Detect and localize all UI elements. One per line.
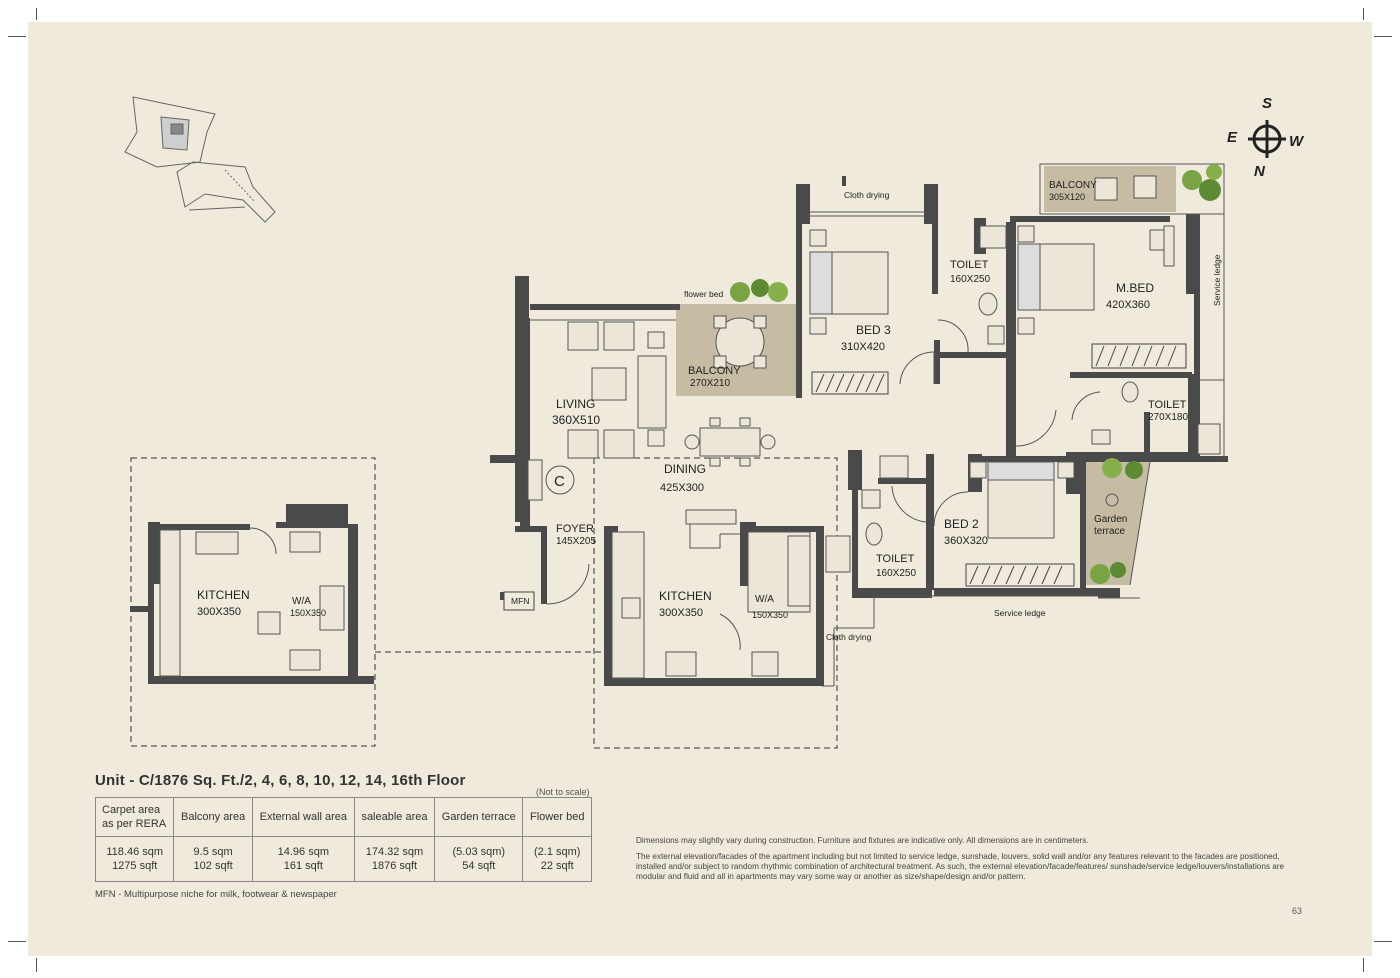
crop-mark: [1363, 958, 1364, 972]
label-garden-terrace-1: Garden: [1094, 514, 1127, 525]
beds: [809, 225, 1175, 539]
dims-wa: 150X350: [752, 610, 788, 620]
crop-mark: [36, 958, 37, 972]
label-service-ledge-bottom: Service ledge: [994, 608, 1046, 618]
label-balcony-top: BALCONY: [1049, 180, 1097, 191]
compass-e: E: [1227, 129, 1238, 146]
garden-terrace-floor: [1086, 460, 1150, 585]
label-toilet3: TOILET: [876, 553, 915, 565]
header-external-wall-area: External wall area: [251, 797, 355, 837]
label-service-ledge-right: Service ledge: [1212, 254, 1222, 306]
header-garden-terrace: Garden terrace: [434, 797, 524, 837]
label-bed2: BED 2: [944, 517, 979, 531]
balcony-table: [713, 315, 767, 369]
dims-balcony-living: 270X210: [690, 378, 730, 389]
label-foyer: FOYER: [556, 523, 594, 535]
dims-bed2: 360X320: [944, 535, 988, 547]
mfn-box: [503, 591, 535, 611]
toilet-fixtures: [825, 225, 1221, 573]
label-flower-bed: flower bed: [684, 289, 723, 299]
label-dining: DINING: [664, 462, 706, 476]
header-flower-bed: Flower bed: [522, 797, 592, 837]
crop-mark: [8, 941, 26, 942]
label-cloth-drying-bottom: Cloth drying: [826, 632, 872, 642]
label-cloth-drying-top: Cloth drying: [844, 190, 890, 200]
value-flower-bed: (2.1 sqm)22 sqft: [522, 836, 592, 882]
key-plan: [124, 96, 276, 223]
dims-mbed: 420X360: [1106, 299, 1150, 311]
label-bed3: BED 3: [856, 323, 891, 337]
header-balcony-area: Balcony area: [173, 797, 253, 837]
dims-alt-wa: 150X350: [290, 608, 326, 618]
dims-dining: 425X300: [660, 482, 704, 494]
kitchen-fixtures: [159, 509, 811, 679]
label-mbed: M.BED: [1116, 281, 1154, 295]
dims-toilet3: 160X250: [876, 568, 916, 579]
dims-toilet1: 160X250: [950, 274, 990, 285]
label-living: LIVING: [556, 397, 595, 411]
disclaimer: Dimensions may slightly vary during cons…: [636, 836, 1306, 888]
label-wa: W/A: [755, 594, 774, 605]
alt-kitchen-outline: [130, 457, 376, 747]
dining-table: [684, 417, 776, 467]
compass-n: N: [1254, 163, 1266, 180]
crop-mark: [1374, 941, 1392, 942]
crop-mark: [1363, 8, 1364, 20]
label-garden-terrace-2: terrace: [1094, 526, 1126, 537]
compass-s: S: [1262, 95, 1272, 112]
walls: [130, 176, 1228, 686]
dims-living: 360X510: [552, 413, 600, 427]
label-kitchen: KITCHEN: [659, 589, 712, 603]
disclaimer-dimensions: Dimensions may slightly vary during cons…: [636, 836, 1089, 845]
mfn-note: MFN - Multipurpose niche for milk, footw…: [95, 889, 337, 900]
crop-mark: [8, 36, 26, 37]
plants: [730, 164, 1222, 584]
compass-w: W: [1289, 133, 1305, 150]
dims-toilet2: 270X180: [1148, 412, 1188, 423]
column-mark: C: [554, 473, 565, 490]
living-furniture: [527, 321, 667, 501]
crop-mark: [1374, 36, 1392, 37]
label-toilet2: TOILET: [1148, 399, 1187, 411]
header-saleable-area: saleable area: [353, 797, 436, 837]
dims-kitchen: 300X350: [659, 607, 703, 619]
room-labels: BALCONY 305X120 Cloth drying flower bed …: [197, 180, 1222, 642]
column-circle: [545, 465, 575, 495]
compass: S E W N: [1227, 95, 1305, 180]
crop-mark: [36, 8, 37, 20]
disclaimer-elevation: The external elevation/facades of the ap…: [636, 852, 1285, 881]
value-garden-terrace: (5.03 sqm)54 sqft: [434, 836, 524, 882]
label-toilet1: TOILET: [950, 259, 989, 271]
dims-balcony-top: 305X120: [1049, 192, 1085, 202]
dims-alt-kitchen: 300X350: [197, 606, 241, 618]
not-to-scale-note: (Not to scale): [536, 787, 590, 797]
unit-title: Unit - C/1876 Sq. Ft./2, 4, 6, 8, 10, 12…: [95, 772, 466, 789]
wardrobes: [811, 343, 1187, 587]
label-alt-kitchen: KITCHEN: [197, 588, 250, 602]
dims-bed3: 310X420: [841, 341, 885, 353]
label-alt-wa: W/A: [292, 596, 311, 607]
dims-foyer: 145X205: [556, 536, 596, 547]
label-mfn: MFN: [511, 596, 529, 606]
page-number: 63: [1292, 906, 1303, 916]
label-balcony-living: BALCONY: [688, 365, 741, 377]
